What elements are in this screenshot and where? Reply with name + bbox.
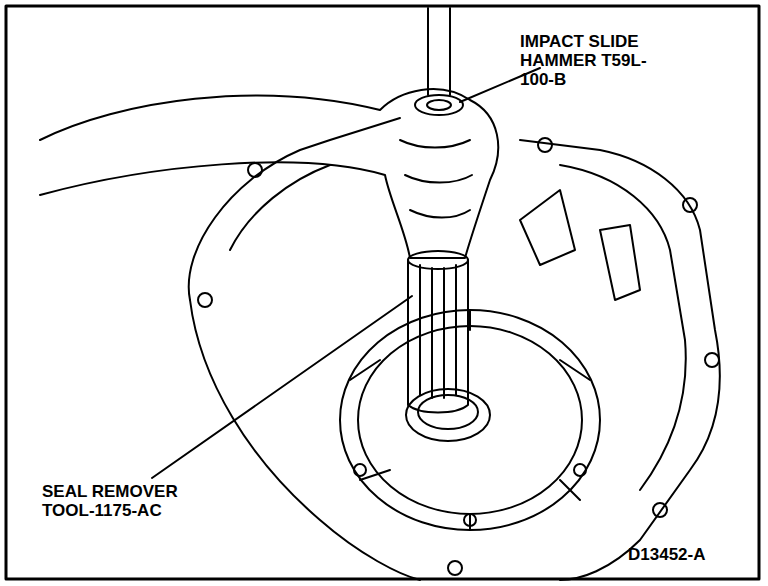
hand bbox=[40, 89, 498, 258]
case-front bbox=[340, 310, 600, 530]
figure-number: D13452-A bbox=[628, 545, 753, 564]
frame-border bbox=[6, 6, 759, 579]
seal-remover-tool bbox=[408, 251, 468, 413]
slide-hammer bbox=[415, 8, 463, 115]
part-label: IMPACT SLIDE HAMMER T59L-100-B bbox=[520, 32, 655, 89]
part-label: SEAL REMOVER TOOL-1175-AC bbox=[42, 482, 182, 520]
leader-line bbox=[152, 296, 412, 478]
bellhousing bbox=[189, 118, 720, 580]
